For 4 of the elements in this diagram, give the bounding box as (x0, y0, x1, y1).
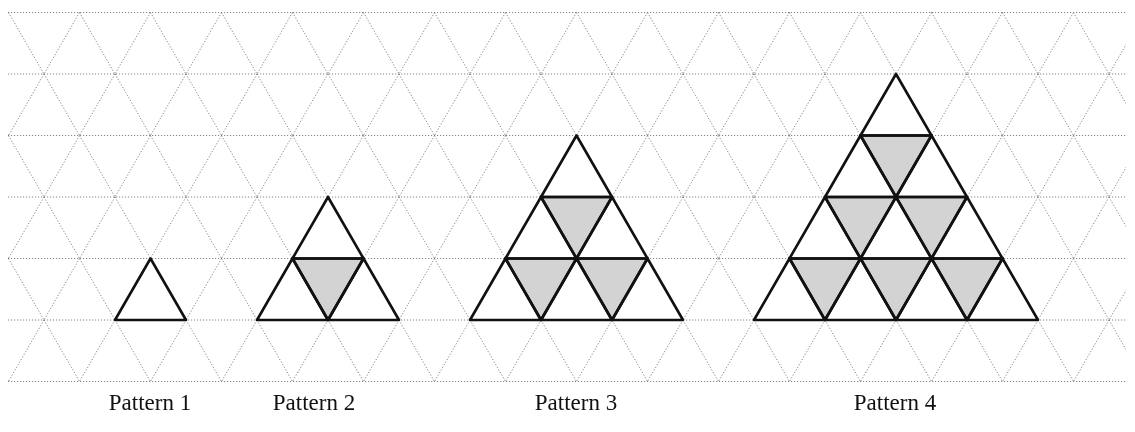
pattern-caption: Pattern 2 (272, 390, 356, 416)
pattern-caption: Pattern 4 (853, 390, 937, 416)
pattern-caption: Pattern 3 (534, 390, 618, 416)
pattern-caption: Pattern 1 (108, 390, 192, 416)
